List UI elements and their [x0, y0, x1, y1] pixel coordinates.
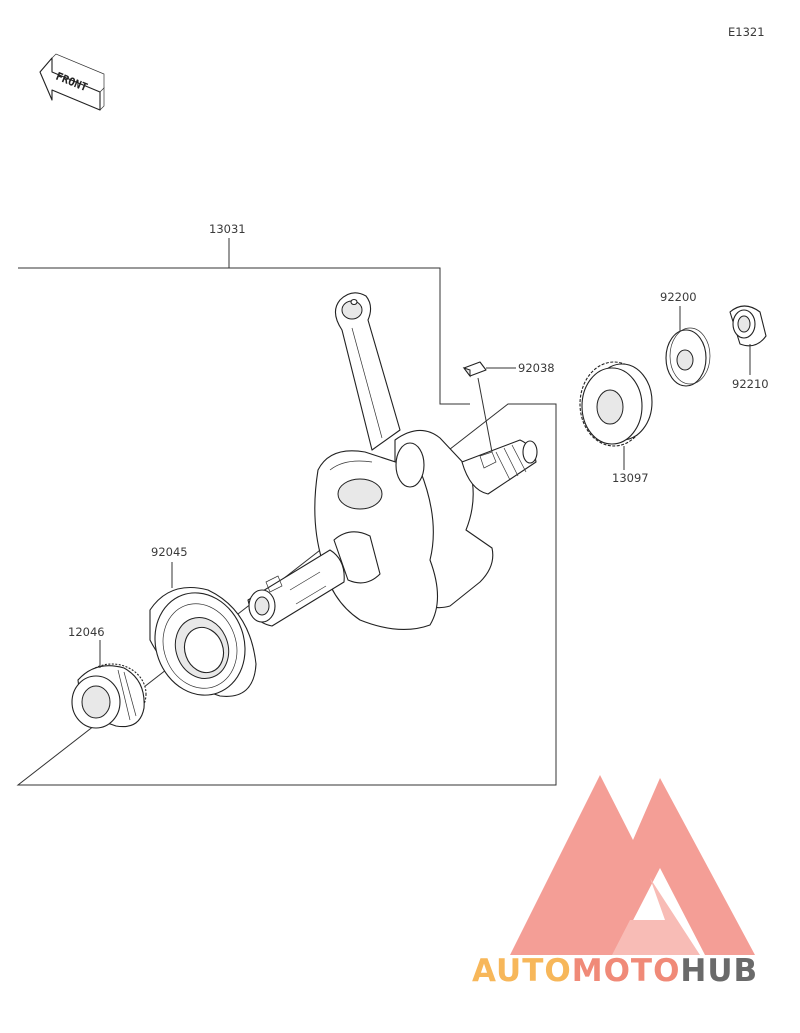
label-12046: 12046 — [68, 625, 105, 639]
label-92038: 92038 — [518, 361, 555, 375]
bearing-part — [149, 562, 257, 697]
gear-part — [579, 361, 653, 470]
diagram-code: E1321 — [728, 25, 765, 39]
watermark-moto: MOTO — [572, 953, 681, 989]
label-92210: 92210 — [732, 377, 769, 391]
sprocket-part — [71, 640, 147, 729]
label-92045: 92045 — [151, 545, 188, 559]
watermark-auto: AUTO — [472, 953, 572, 989]
key-part — [462, 361, 516, 453]
crankshaft — [247, 292, 538, 630]
label-13097: 13097 — [612, 471, 649, 485]
label-13031: 13031 — [209, 222, 246, 236]
watermark-hub: HUB — [680, 953, 758, 989]
front-arrow-icon: FRONT — [39, 53, 105, 111]
washer-part — [665, 306, 711, 387]
watermark-text: AUTOMOTOHUB — [472, 953, 758, 989]
collar-part — [729, 305, 767, 375]
watermark-logo — [510, 775, 755, 955]
label-92200: 92200 — [660, 290, 697, 304]
